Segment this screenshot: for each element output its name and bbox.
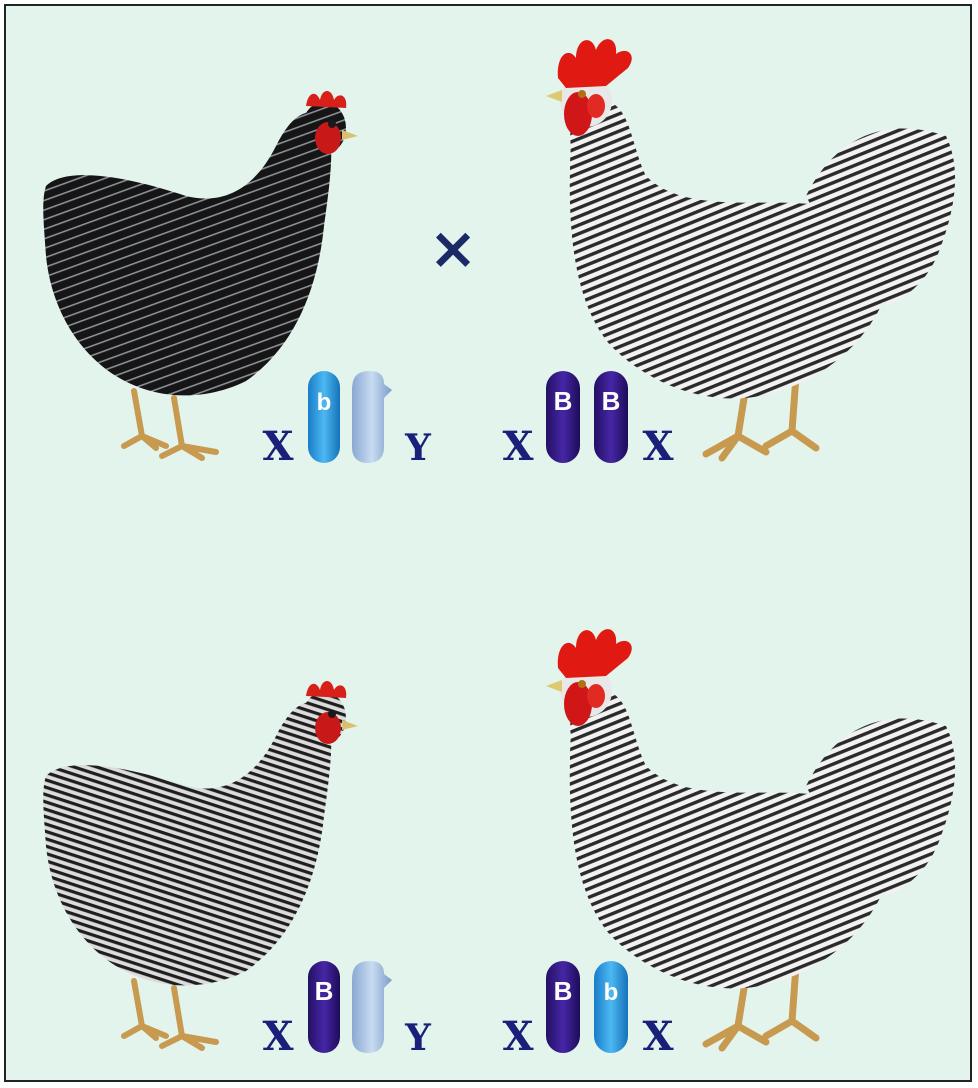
parent-hen-left-label: X (262, 423, 293, 470)
parent-rooster-genotype: X B B X (502, 371, 673, 470)
offspring-hen-genotype: X B Y (262, 961, 432, 1060)
parent-hen-chromosome-x (308, 371, 340, 463)
offspring-hen-chromosome-y (352, 961, 392, 1053)
parent-rooster-right-label: X (642, 423, 673, 470)
offspring-rooster-chromosome-2 (594, 961, 628, 1053)
offspring-hen-allele: B (315, 976, 334, 1006)
parent-rooster-chromosome-2 (594, 371, 628, 463)
diagram-panel: × X b Y X B B X X B Y X B b (4, 4, 972, 1082)
parent-hen-allele: b (317, 389, 332, 416)
parent-hen-chromosome-y (352, 371, 392, 463)
offspring-rooster-allele-1: B (554, 976, 573, 1006)
offspring-hen-right-label: Y (404, 1017, 432, 1059)
offspring-rooster-allele-2: b (604, 979, 619, 1006)
parent-hen-right-label: Y (404, 427, 432, 469)
offspring-rooster-right-label: X (642, 1013, 673, 1060)
parent-hen-genotype: X b Y (262, 371, 432, 470)
parent-rooster-allele-2: B (602, 386, 621, 416)
offspring-hen-chromosome-x (308, 961, 340, 1053)
parent-rooster-left-label: X (502, 423, 533, 470)
offspring-rooster-genotype: X B b X (502, 961, 673, 1060)
offspring-hen-left-label: X (262, 1013, 293, 1060)
parent-rooster-allele-1: B (554, 386, 573, 416)
offspring-rooster-chromosome-1 (546, 961, 580, 1053)
cross-symbol: × (429, 214, 478, 282)
offspring-rooster-left-label: X (502, 1013, 533, 1060)
parent-rooster-chromosome-1 (546, 371, 580, 463)
